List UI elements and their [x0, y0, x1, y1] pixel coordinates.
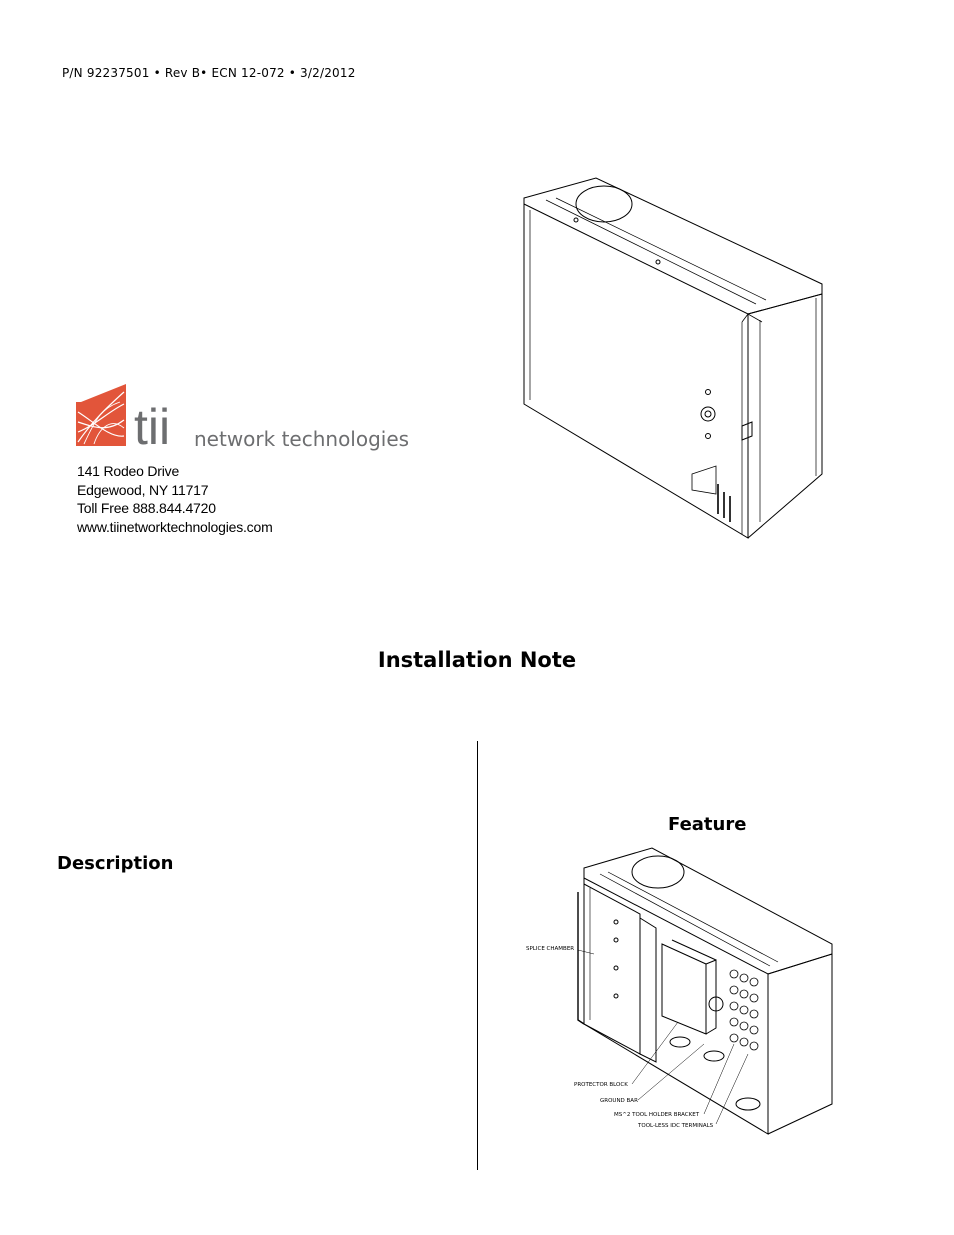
callout-tool-holder-bracket: MS^2 TOOL HOLDER BRACKET: [614, 1112, 700, 1118]
feature-heading: Feature: [668, 814, 747, 835]
address-web: www.tiinetworktechnologies.com: [77, 518, 273, 535]
callout-splice-chamber: SPLICE CHAMBER: [526, 946, 574, 952]
logo-brand: tii: [134, 399, 170, 452]
page-title: Installation Note: [377, 648, 577, 672]
logo-mark-icon: [76, 384, 126, 446]
address-block: 141 Rodeo Drive Edgewood, NY 11717 Toll …: [77, 462, 273, 536]
part-number: P/N 92237501 • Rev B• ECN 12-072 • 3/2/2…: [62, 66, 356, 80]
column-divider: [477, 741, 478, 1170]
callout-protector-block: PROTECTOR BLOCK: [574, 1082, 628, 1088]
logo-tagline: network technologies: [194, 427, 409, 451]
callout-idc-terminals: TOOL-LESS IDC TERMINALS: [637, 1123, 714, 1129]
description-heading: Description: [57, 853, 174, 874]
feature-drawing: SPLICE CHAMBER PROTECTOR BLOCK GROUND BA…: [526, 847, 833, 1135]
callout-ground-bar: GROUND BAR: [600, 1098, 638, 1104]
enclosure-drawing: [523, 177, 823, 539]
address-street: 141 Rodeo Drive: [77, 463, 180, 479]
tii-logo: tii network technologies: [76, 384, 409, 452]
address-city: Edgewood, NY 11717: [77, 481, 209, 498]
address-phone: Toll Free 888.844.4720: [77, 500, 216, 516]
